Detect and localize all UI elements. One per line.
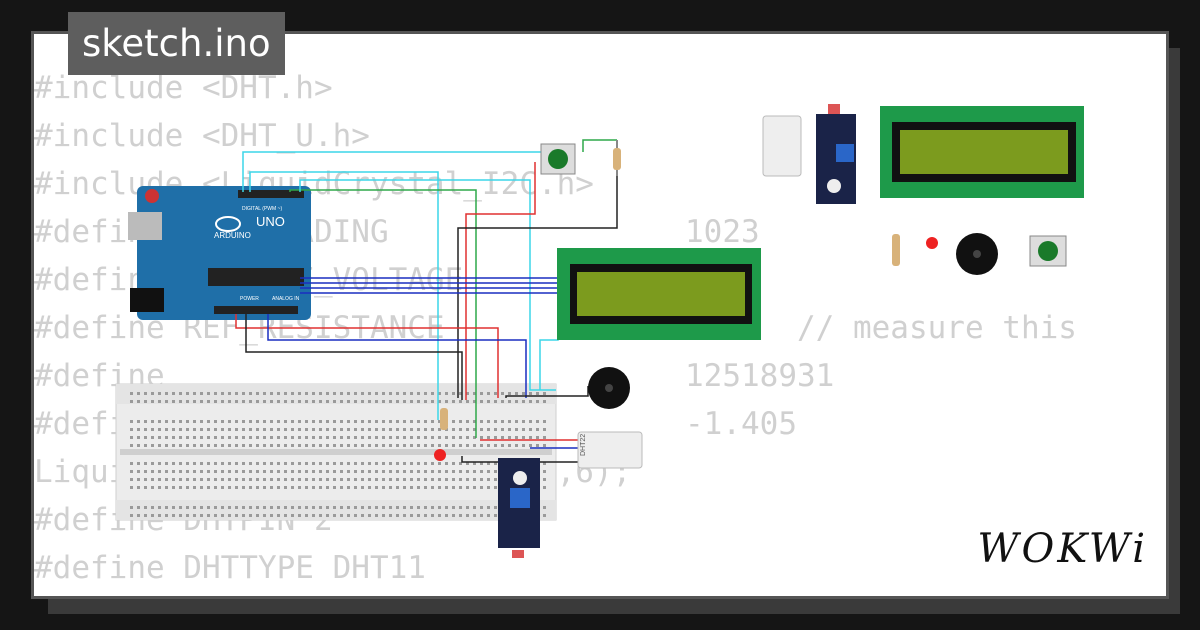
arduino-model: UNO bbox=[256, 214, 285, 229]
arduino-uno[interactable]: UNO ARDUINO DIGITAL (PWM ~) POWER ANALOG… bbox=[128, 186, 311, 320]
pushbutton-main[interactable] bbox=[540, 143, 576, 175]
code-value: 1023 bbox=[685, 214, 760, 250]
lcd-display-main[interactable] bbox=[557, 248, 761, 340]
pushbutton-library bbox=[1029, 235, 1067, 267]
led-main bbox=[434, 408, 448, 461]
lcd-display-library bbox=[880, 106, 1084, 198]
dht22-sensor-library bbox=[762, 115, 802, 177]
resistor-main bbox=[613, 140, 621, 176]
wires bbox=[235, 139, 618, 463]
arduino-brand: ARDUINO bbox=[214, 231, 251, 240]
arduino-digital-label: DIGITAL (PWM ~) bbox=[242, 206, 282, 212]
arduino-analog-label: ANALOG IN bbox=[272, 296, 300, 302]
code-line: #include <DHT.h> bbox=[34, 70, 333, 106]
code-line: #include <DHT_U.h> bbox=[34, 118, 370, 154]
sensor-module-library bbox=[816, 104, 856, 204]
code-line: #define DHTTYPE DHT11 bbox=[34, 550, 426, 586]
buzzer-main bbox=[588, 367, 630, 409]
code-value: 12518931 bbox=[685, 358, 835, 394]
wokwi-logo: WOKWi bbox=[977, 526, 1148, 572]
dht22-label-main: DHT22 bbox=[580, 434, 587, 456]
file-tab[interactable]: sketch.ino bbox=[68, 12, 285, 75]
dht22-sensor-main: DHT22 bbox=[577, 431, 643, 469]
code-value: -1.405 bbox=[685, 406, 797, 442]
sensor-module-main bbox=[498, 458, 540, 558]
arduino-power-label: POWER bbox=[240, 296, 259, 302]
led-library bbox=[926, 237, 938, 249]
buzzer-library bbox=[956, 233, 998, 275]
resistor-library bbox=[892, 234, 900, 266]
breadboard bbox=[115, 383, 557, 521]
